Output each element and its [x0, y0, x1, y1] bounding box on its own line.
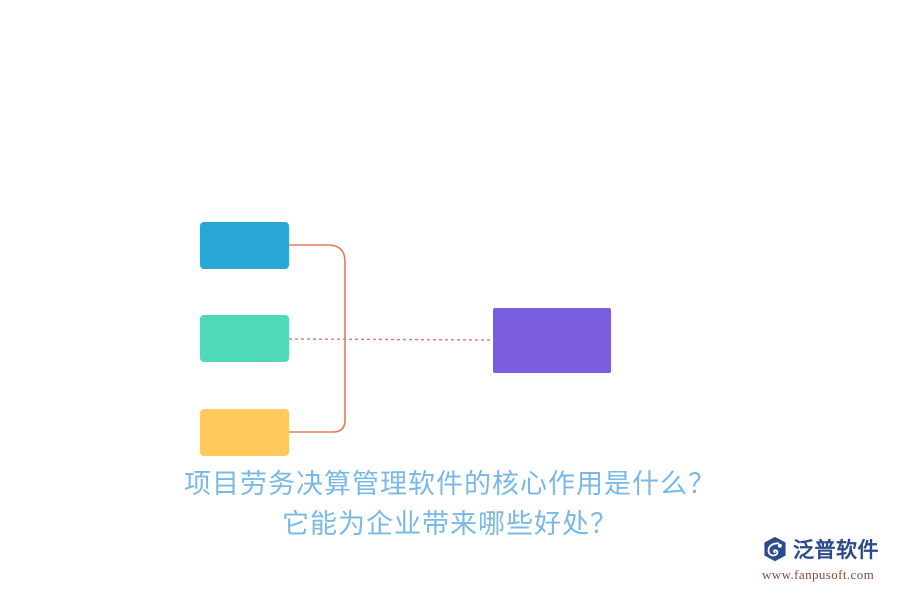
- brand-url: www.fanpusoft.com: [762, 567, 875, 582]
- brand-logo: 泛普软件 www.fanpusoft.com: [762, 534, 886, 586]
- diagram-node-purple[interactable]: [493, 308, 611, 373]
- brand-name: 泛普软件: [793, 538, 879, 562]
- connector-green-purple: [288, 338, 494, 341]
- diagram-node-blue[interactable]: [200, 222, 289, 269]
- diagram-node-green[interactable]: [200, 315, 289, 362]
- caption-line-2: 它能为企业带来哪些好处？: [282, 509, 618, 540]
- diagram-node-yellow[interactable]: [200, 409, 289, 456]
- caption-line-1: 项目劳务决算管理软件的核心作用是什么？: [184, 469, 716, 500]
- fanpu-logo-icon: [764, 536, 786, 562]
- connector-blue-yellow: [289, 244, 346, 433]
